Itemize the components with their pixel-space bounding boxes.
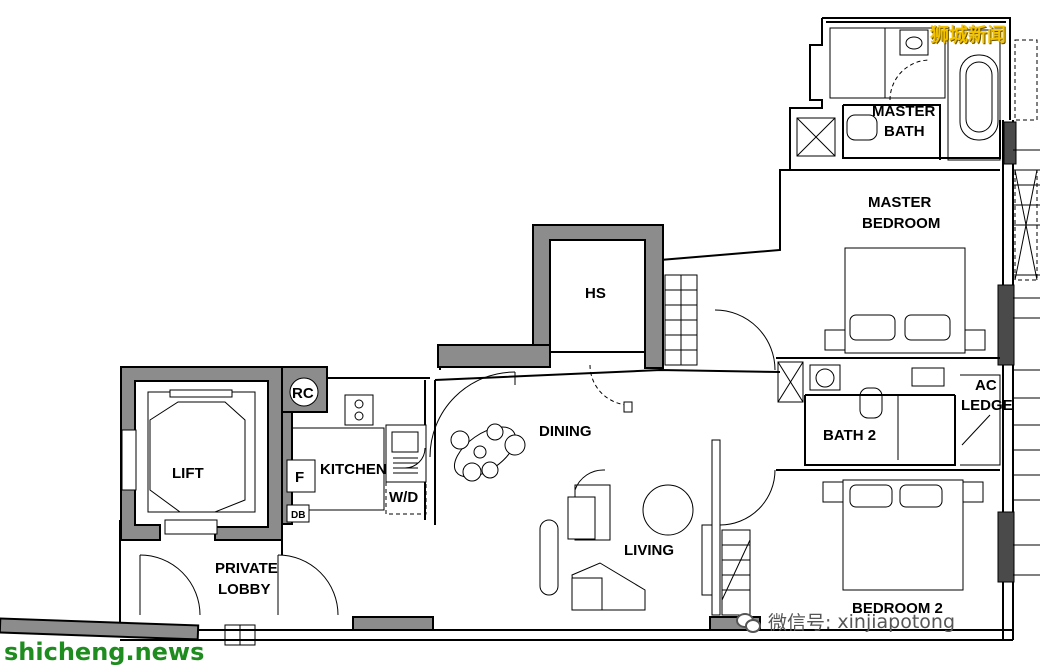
right-windows	[1013, 39, 1040, 576]
wechat-prefix: 微信号:	[768, 612, 832, 634]
master-bath	[796, 27, 1001, 161]
wall-segment-bottom-left	[0, 617, 200, 641]
room-label-kitchen: KITCHEN	[320, 461, 387, 478]
pillar-right-1	[1003, 121, 1017, 165]
wall-segment-bottom-mid	[352, 616, 434, 631]
living-dining-furniture	[429, 309, 776, 616]
room-label-rc: RC	[292, 385, 314, 402]
room-label-dining: DINING	[539, 423, 592, 440]
watermark-wechat: 微信号: xinjiapotong	[736, 608, 955, 635]
room-label-db: DB	[291, 510, 305, 521]
room-label-hs: HS	[585, 285, 606, 302]
master-bedroom	[776, 169, 1000, 359]
bedroom-2	[776, 469, 1000, 591]
wechat-id: xinjiapotong	[837, 610, 956, 633]
room-label-bedroom-2: BEDROOM 2	[852, 600, 943, 617]
wechat-icon	[736, 611, 762, 633]
pillar-right-2	[997, 284, 1015, 366]
lift-core	[120, 366, 283, 541]
room-label-ac-ledge-1: AC	[975, 377, 997, 394]
room-label-master-bedroom-2: BEDROOM	[862, 215, 940, 232]
room-label-private-lobby-2: LOBBY	[218, 581, 271, 598]
watermark-bottom-left: shicheng.news	[4, 638, 205, 666]
room-label-bath-2: BATH 2	[823, 427, 876, 444]
room-label-wd: W/D	[389, 489, 418, 506]
room-label-ac-ledge-2: LEDGE	[961, 397, 1013, 414]
household-shelter	[437, 224, 698, 413]
room-label-lift: LIFT	[172, 465, 204, 482]
room-label-master-bath-1: MASTER	[872, 103, 936, 120]
room-label-living: LIVING	[624, 542, 674, 559]
room-label-private-lobby-1: PRIVATE	[215, 560, 278, 577]
pillar-right-3	[997, 511, 1015, 583]
room-label-master-bedroom-1: MASTER	[868, 194, 932, 211]
lobby-doors	[139, 540, 339, 646]
watermark-top-right: 狮城新闻	[930, 24, 1007, 46]
room-label-fridge: F	[295, 469, 304, 486]
exterior-walls	[119, 17, 1014, 641]
bath-2	[777, 361, 1001, 466]
room-label-master-bath-2: BATH	[884, 123, 925, 140]
kitchen-area	[281, 366, 430, 525]
